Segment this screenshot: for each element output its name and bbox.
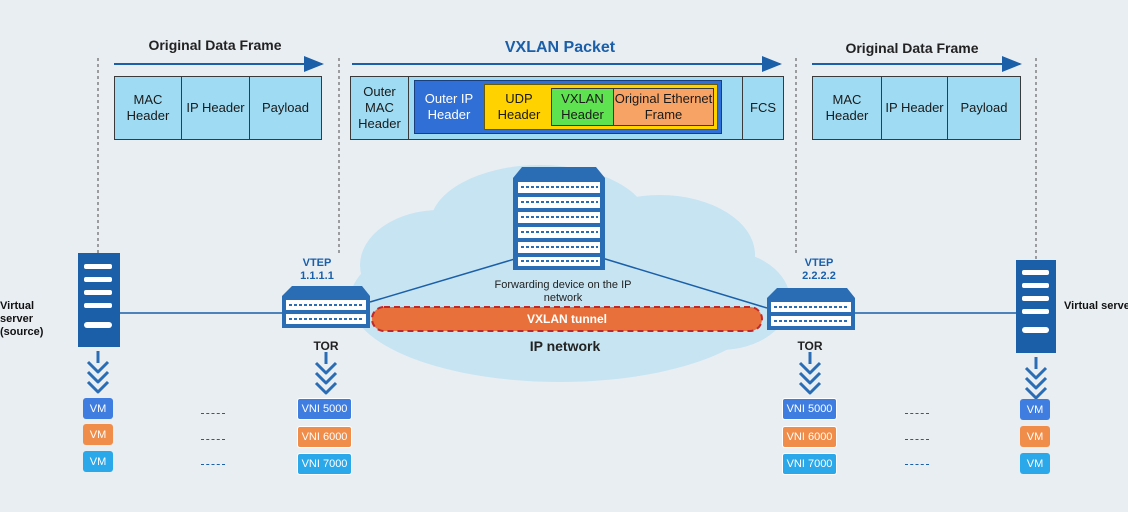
ip-network-label: IP network bbox=[529, 338, 601, 354]
vxlan-tunnel-label: VXLAN tunnel bbox=[527, 312, 607, 326]
vni-left-2: VNI 6000 bbox=[297, 426, 352, 448]
ellipsis-left-3 bbox=[201, 464, 225, 465]
vm-right-1: VM bbox=[1020, 399, 1050, 420]
vxlan-outer-ip: Outer IP Header bbox=[424, 91, 474, 122]
vxlan-original-frame: Original Ethernet Frame bbox=[613, 88, 714, 126]
vm-left-1: VM bbox=[83, 398, 113, 419]
frame-left-ip: IP Header bbox=[181, 76, 250, 140]
frame-left-title: Original Data Frame bbox=[148, 37, 282, 53]
vxlan-tunnel bbox=[371, 306, 763, 332]
tor-left-label: TOR bbox=[313, 339, 339, 353]
vm-left-2: VM bbox=[83, 424, 113, 445]
server-source-label: Virtual server (source) bbox=[0, 300, 44, 338]
server-destination-label: Virtual server (destination) bbox=[1064, 300, 1128, 312]
vni-right-3: VNI 7000 bbox=[782, 453, 837, 475]
frame-right-mac: MAC Header bbox=[812, 76, 882, 140]
tor-switch-left-icon bbox=[282, 286, 370, 328]
forwarding-device-icon bbox=[513, 167, 605, 270]
vxlan-header: VXLAN Header bbox=[551, 88, 614, 126]
vm-left-3: VM bbox=[83, 451, 113, 472]
vxlan-packet-title: VXLAN Packet bbox=[504, 39, 616, 56]
tor-switch-right-icon bbox=[767, 288, 855, 330]
forwarding-device-label: Forwarding device on the IP network bbox=[494, 279, 632, 304]
server-source-icon bbox=[78, 253, 120, 347]
vni-right-2: VNI 6000 bbox=[782, 426, 837, 448]
ellipsis-right-3 bbox=[905, 464, 929, 465]
frame-right-title: Original Data Frame bbox=[845, 40, 979, 56]
frame-left-payload: Payload bbox=[249, 76, 322, 140]
vni-left-1: VNI 5000 bbox=[297, 398, 352, 420]
vxlan-outer-mac: Outer MAC Header bbox=[350, 76, 409, 140]
vm-right-3: VM bbox=[1020, 453, 1050, 474]
vni-left-3: VNI 7000 bbox=[297, 453, 352, 475]
server-destination-icon bbox=[1016, 260, 1056, 353]
vxlan-fcs: FCS bbox=[742, 76, 784, 140]
vxlan-udp: UDP Header bbox=[497, 91, 541, 122]
link-forwarder-vtep-right bbox=[601, 257, 768, 309]
frame-right-payload: Payload bbox=[947, 76, 1021, 140]
vtep-right-ip: 2.2.2.2 bbox=[802, 270, 836, 282]
vtep-left-title: VTEP bbox=[302, 257, 332, 269]
vni-right-1: VNI 5000 bbox=[782, 398, 837, 420]
vm-right-2: VM bbox=[1020, 426, 1050, 447]
link-vtep-left-forwarder bbox=[369, 257, 519, 303]
ellipsis-left-2 bbox=[201, 439, 225, 440]
frame-left-mac: MAC Header bbox=[114, 76, 182, 140]
vtep-right-title: VTEP bbox=[804, 257, 834, 269]
down-arrow-icon-tor-left bbox=[314, 352, 338, 395]
down-arrow-icon-tor-right bbox=[798, 352, 822, 395]
ellipsis-right-1 bbox=[905, 413, 929, 414]
ellipsis-left-1 bbox=[201, 413, 225, 414]
tor-right-label: TOR bbox=[797, 339, 823, 353]
ellipsis-right-2 bbox=[905, 439, 929, 440]
down-arrow-icon-server-left bbox=[86, 351, 110, 394]
down-arrow-icon-server-right bbox=[1024, 357, 1048, 400]
frame-right-ip: IP Header bbox=[881, 76, 948, 140]
vtep-left-ip: 1.1.1.1 bbox=[300, 270, 334, 282]
